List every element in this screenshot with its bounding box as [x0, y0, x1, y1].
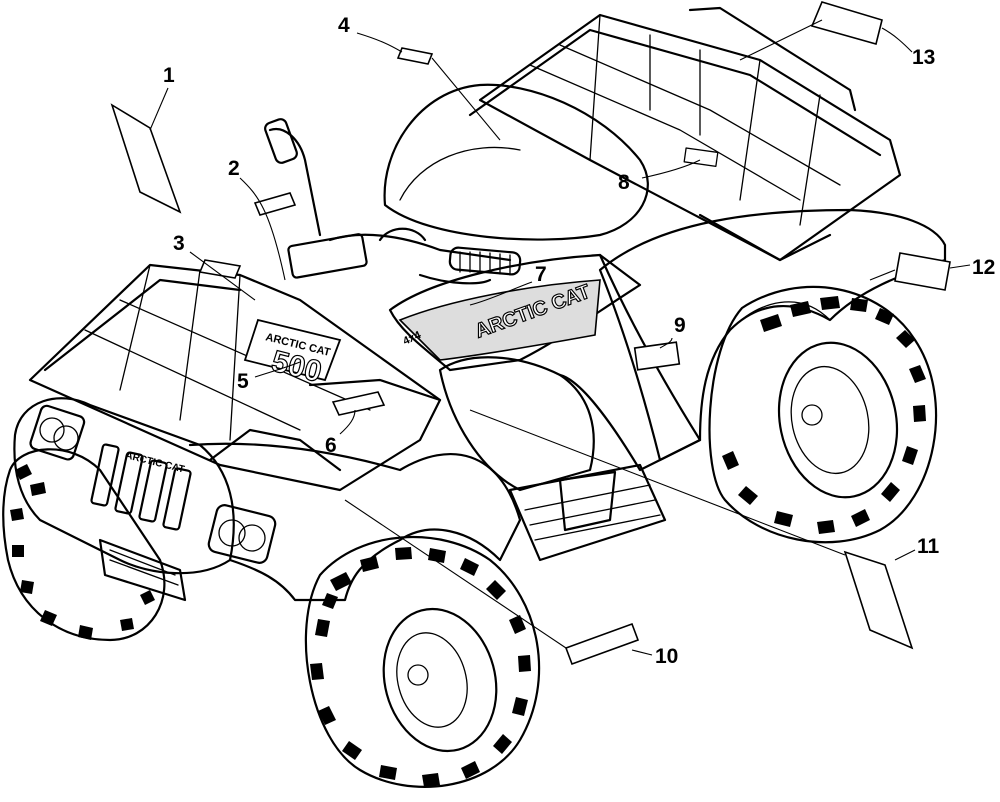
front-fascia: ARCTIC CAT	[13, 397, 277, 602]
front-rack	[28, 263, 442, 492]
callout-1: 1	[163, 64, 175, 87]
front-left-wheel	[2, 448, 166, 642]
footwell	[508, 463, 667, 562]
handlebars	[264, 118, 522, 285]
decal-1	[110, 103, 182, 214]
decal-3	[198, 259, 242, 279]
decal-12	[894, 252, 951, 291]
decal-6	[331, 391, 386, 416]
callout-11: 11	[917, 535, 940, 558]
rear-rack	[468, 6, 902, 262]
decal-2	[253, 192, 297, 216]
front-brand-text: ARCTIC CAT	[124, 450, 185, 475]
seat	[383, 83, 649, 241]
rear-right-wheel	[708, 285, 938, 544]
model-decal: ARCTIC CAT 500	[243, 318, 342, 390]
middle-body	[438, 253, 702, 492]
callout-3: 3	[173, 232, 185, 255]
decal-4	[396, 47, 434, 65]
callout-8: 8	[618, 171, 630, 194]
callout-numbers: 1 2 3 4 5 6 7 8 9 10 11 12 13	[163, 14, 995, 668]
front-right-wheel	[304, 536, 541, 788]
side-panel: ARCTIC CAT 4x4	[388, 253, 642, 372]
callout-6: 6	[325, 434, 337, 457]
decal-13	[810, 1, 883, 45]
callout-5: 5	[237, 370, 249, 393]
callout-10: 10	[655, 645, 678, 668]
callout-2: 2	[228, 157, 240, 180]
decal-10	[564, 622, 640, 666]
callout-4: 4	[338, 14, 350, 37]
callout-7: 7	[535, 263, 547, 286]
callout-9: 9	[674, 314, 686, 337]
grille	[90, 443, 192, 531]
leader-lines	[149, 19, 971, 656]
rear-side-decal	[633, 341, 681, 371]
decal-11	[843, 550, 914, 650]
callout-12: 12	[972, 256, 995, 279]
rear-fender	[598, 208, 947, 462]
side-brand-decal	[398, 279, 601, 361]
detached-decals	[110, 1, 951, 666]
callout-13: 13	[912, 46, 935, 69]
